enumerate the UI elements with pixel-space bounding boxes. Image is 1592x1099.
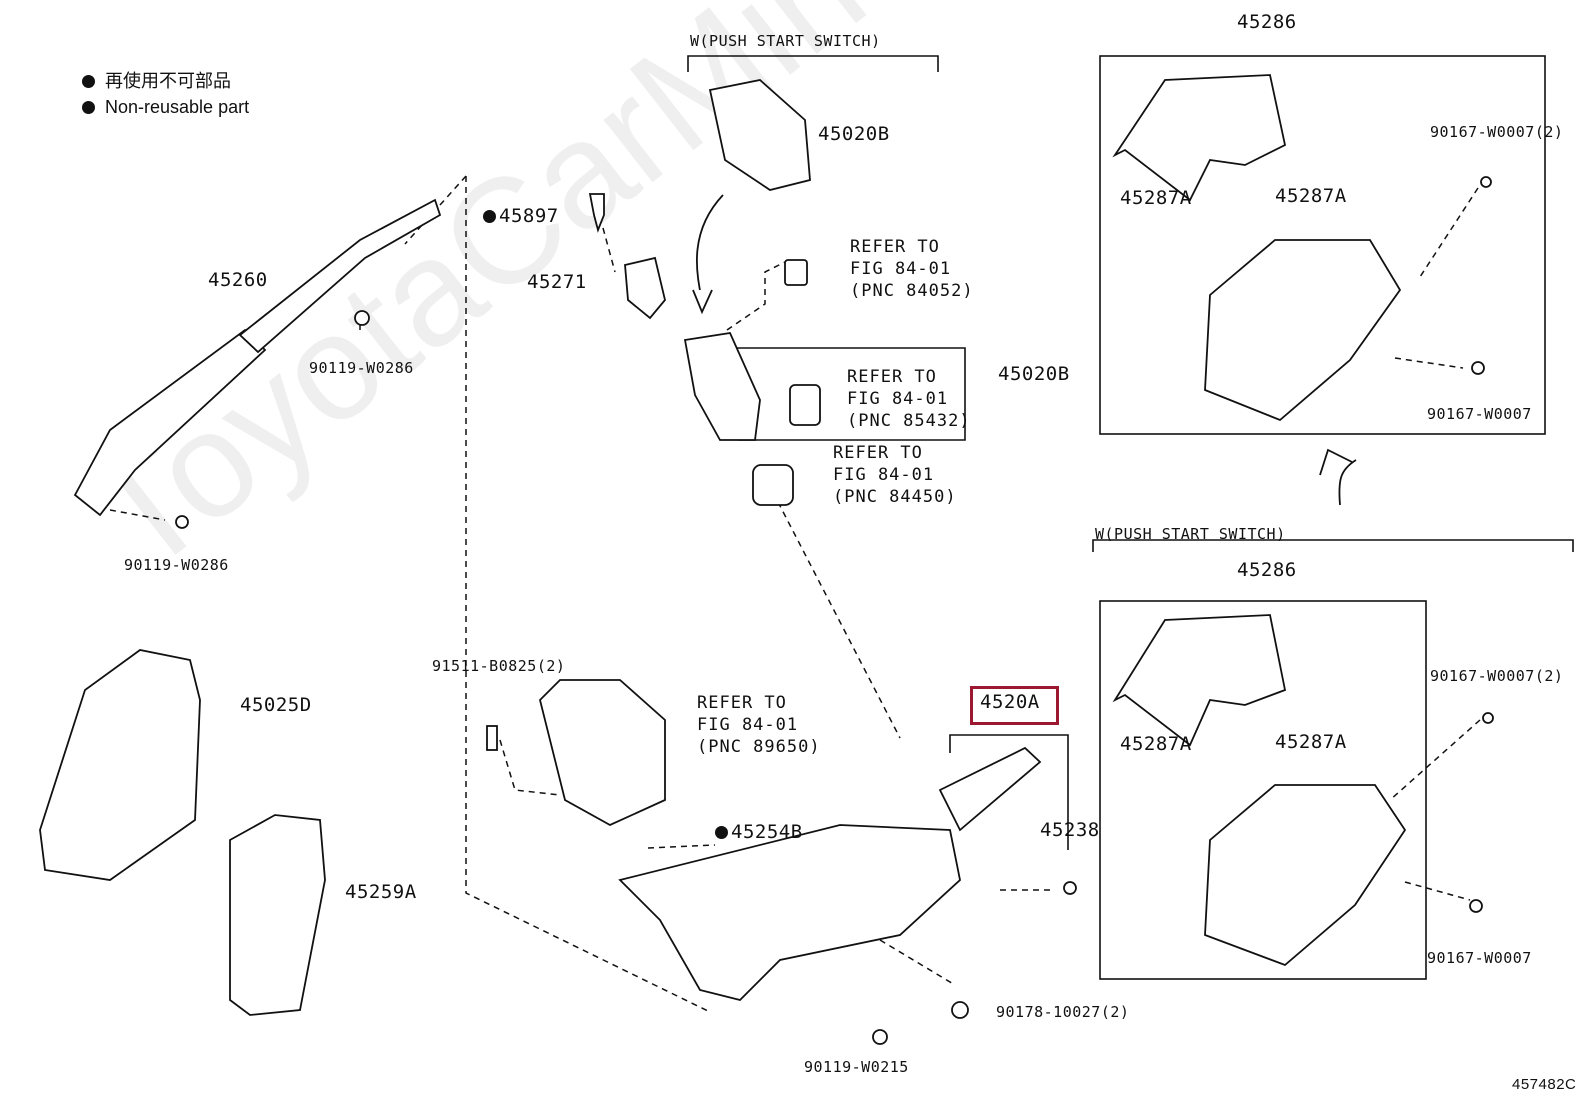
part-label-90119-W0286-b[interactable]: 90119-W0286 bbox=[124, 556, 229, 574]
part-label-45271[interactable]: 45271 bbox=[527, 271, 587, 293]
part-45271-shape bbox=[624, 256, 666, 320]
part-label-90167-W0007-bottom[interactable]: 90167-W0007 bbox=[1427, 949, 1532, 967]
variant-label-right: W(PUSH START SWITCH) bbox=[1095, 525, 1286, 543]
cover-box-top bbox=[1099, 55, 1546, 435]
part-label-45254B[interactable]: 45254B bbox=[715, 822, 803, 842]
cover-box-bottom bbox=[1099, 600, 1427, 980]
part-label-45020B-top[interactable]: 45020B bbox=[818, 123, 890, 145]
figure-id: 457482C bbox=[1512, 1076, 1577, 1093]
variant-bracket-top bbox=[687, 55, 939, 72]
refer-note-84450[interactable]: REFER TO FIG 84-01 (PNC 84450) bbox=[833, 443, 957, 507]
lower-cover-bottom bbox=[1204, 784, 1407, 967]
upper-cover-top bbox=[1112, 74, 1287, 202]
column-4520A-tube bbox=[938, 746, 1042, 832]
part-label-91511-B0825[interactable]: 91511-B0825(2) bbox=[432, 657, 566, 675]
part-label-45260[interactable]: 45260 bbox=[208, 269, 268, 291]
part-label-45287A-4[interactable]: 45287A bbox=[1275, 731, 1347, 753]
boot-45025D-shape bbox=[39, 649, 201, 881]
filled-dot-icon bbox=[82, 75, 95, 88]
part-label-4520A[interactable]: 4520A bbox=[980, 691, 1040, 713]
refer-note-89650[interactable]: REFER TO FIG 84-01 (PNC 89650) bbox=[697, 693, 821, 757]
legend-line-en: Non-reusable part bbox=[82, 94, 249, 120]
part-shapes bbox=[39, 74, 1494, 1045]
lower-cover-top bbox=[1204, 239, 1402, 422]
part-89650-shape bbox=[539, 679, 666, 827]
part-label-90167-W0007-2-bottom[interactable]: 90167-W0007(2) bbox=[1430, 667, 1564, 685]
variant-label-top: W(PUSH START SWITCH) bbox=[690, 32, 881, 50]
legend: 再使用不可部品 Non-reusable part bbox=[82, 68, 249, 120]
highlight-box-4520A bbox=[970, 686, 1059, 725]
bolt-45897-shape bbox=[588, 193, 605, 233]
part-84052-shape bbox=[784, 259, 808, 286]
refer-note-85432[interactable]: REFER TO FIG 84-01 (PNC 85432) bbox=[847, 367, 971, 431]
column-4520A-body bbox=[618, 824, 961, 1001]
shaft-45260-shape bbox=[73, 328, 267, 517]
part-85432-shape bbox=[789, 384, 821, 426]
legend-line-jp: 再使用不可部品 bbox=[82, 68, 249, 94]
part-label-45286-top[interactable]: 45286 bbox=[1237, 11, 1297, 33]
part-label-45286-bottom[interactable]: 45286 bbox=[1237, 559, 1297, 581]
part-label-90119-W0215[interactable]: 90119-W0215 bbox=[804, 1058, 909, 1076]
part-label-90167-W0007-2-top[interactable]: 90167-W0007(2) bbox=[1430, 123, 1564, 141]
bracket-4520A bbox=[949, 734, 1069, 850]
part-label-45287A-1[interactable]: 45287A bbox=[1120, 187, 1192, 209]
refer-note-84052[interactable]: REFER TO FIG 84-01 (PNC 84052) bbox=[850, 237, 974, 301]
part-label-90178-10027[interactable]: 90178-10027(2) bbox=[996, 1003, 1130, 1021]
upper-cover-bottom bbox=[1112, 614, 1287, 747]
part-84450-shape bbox=[752, 464, 794, 506]
part-45259A-shape bbox=[229, 814, 326, 1016]
filled-dot-icon bbox=[82, 101, 95, 114]
part-label-45287A-3[interactable]: 45287A bbox=[1120, 733, 1192, 755]
part-label-45020B-mid[interactable]: 45020B bbox=[998, 363, 1070, 385]
part-label-45259A[interactable]: 45259A bbox=[345, 881, 417, 903]
variant-bracket-right bbox=[1092, 539, 1574, 552]
part-label-90119-W0286-a[interactable]: 90119-W0286 bbox=[309, 359, 414, 377]
part-label-45287A-2[interactable]: 45287A bbox=[1275, 185, 1347, 207]
block-45020B-top bbox=[708, 79, 811, 191]
bracket-45020B bbox=[728, 347, 966, 441]
dashed-shaft-link bbox=[465, 176, 711, 1013]
part-label-90167-W0007-top[interactable]: 90167-W0007 bbox=[1427, 405, 1532, 423]
part-label-45238[interactable]: 45238 bbox=[1040, 819, 1100, 841]
lock-45020B-mid bbox=[683, 332, 761, 441]
part-label-45897[interactable]: 45897 bbox=[483, 206, 559, 226]
part-label-45025D[interactable]: 45025D bbox=[240, 694, 312, 716]
